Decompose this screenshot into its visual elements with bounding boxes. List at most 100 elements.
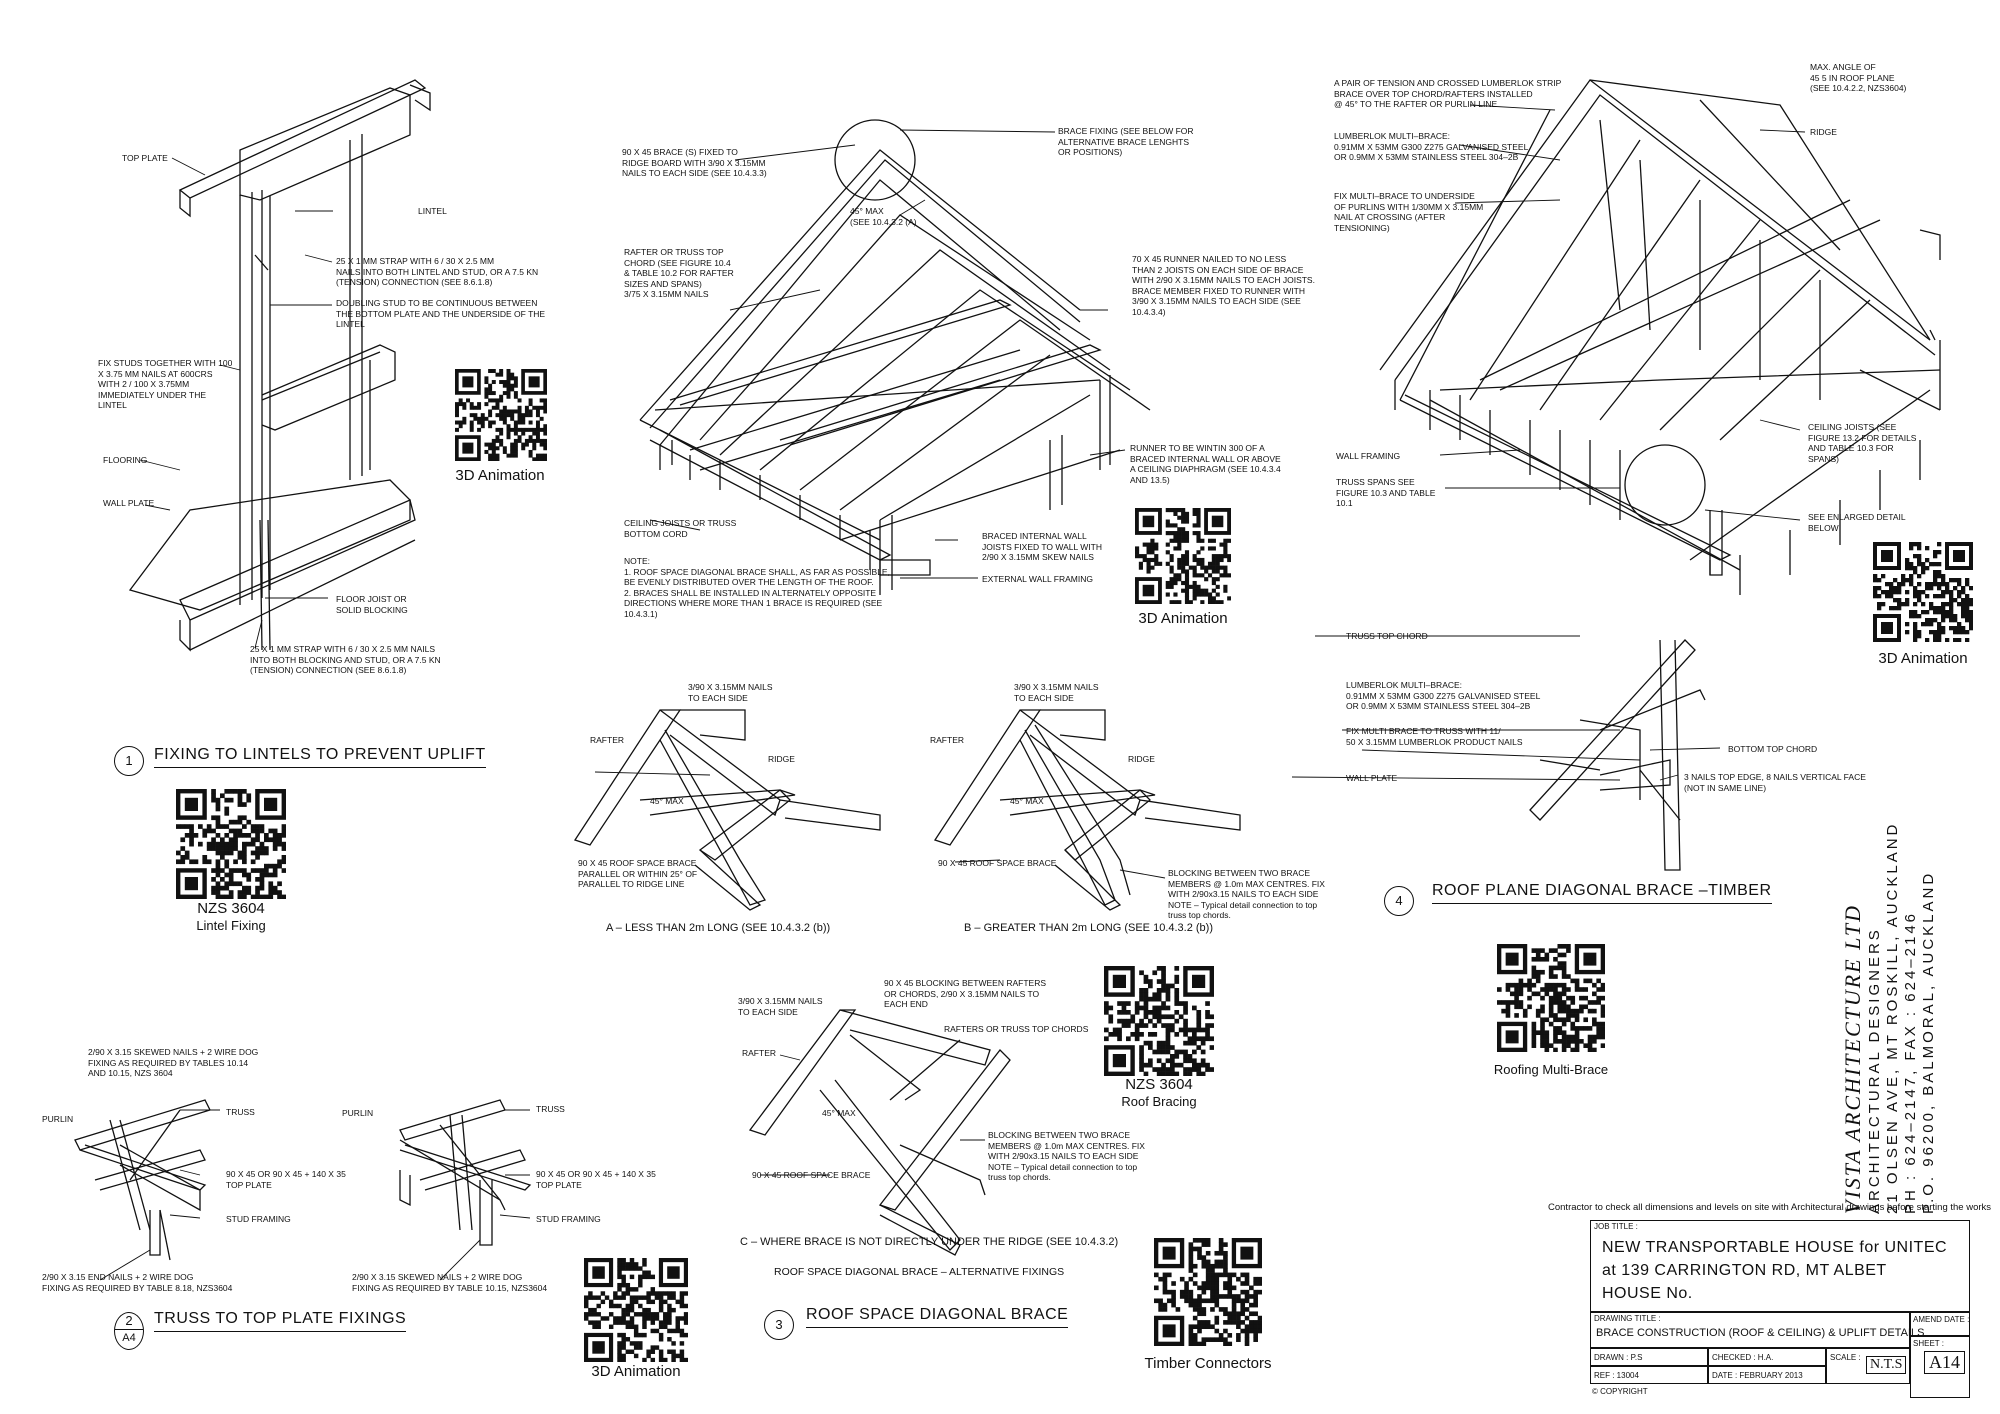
detail-b-brace-note: 90 x 45 ROOF SPACE BRACE	[938, 858, 1057, 868]
detail-3-number: 3	[764, 1310, 794, 1340]
tb-job-title-label: JOB TITLE :	[1594, 1222, 1638, 1231]
qr-code-roofing-multi-brace[interactable]	[1497, 944, 1605, 1052]
qr-label-4: NZS 3604	[197, 900, 265, 917]
tb-sheet-cell	[1910, 1336, 1970, 1398]
d4-max-angle-note: MAX. ANGLE OF 45 5 IN ROOF PLANE (SEE 10…	[1810, 62, 1907, 93]
detail-3-title: ROOF SPACE DIAGONAL BRACE	[806, 1306, 1069, 1328]
strap-top-note: 25 X 1 MM STRAP WITH 6 / 30 X 2.5 MM NAI…	[336, 256, 539, 287]
detail-c-caption: C – WHERE BRACE IS NOT DIRECTLY UNDER TH…	[740, 1236, 1119, 1248]
top-plate-label: TOP PLATE	[122, 153, 168, 163]
qr-code-3d-animation-3[interactable]	[1873, 542, 1973, 642]
doubling-stud-note: DOUBLING STUD TO BE CONTINUOUS BETWEEN T…	[336, 298, 546, 329]
detail-b-ridge-label: RIDGE	[1128, 754, 1155, 764]
braced-wall-note: BRACED INTERNAL WALL JOISTS FIXED TO WAL…	[982, 531, 1102, 562]
runner-within-note: RUNNER TO BE WINTIN 300 OF A BRACED INTE…	[1130, 443, 1281, 485]
tb-drawing-title: BRACE CONSTRUCTION (ROOF & CEILING) & UP…	[1596, 1327, 1925, 1339]
detail-c-rafter-label: RAFTER	[742, 1048, 776, 1058]
ridge-brace-detail-b	[933, 709, 1241, 911]
detail-c-rafters-label: RAFTERS OR TRUSS TOP CHORDS	[944, 1024, 1089, 1034]
alternative-fixings-caption: ROOF SPACE DIAGONAL BRACE – ALTERNATIVE …	[774, 1266, 1065, 1278]
bracing-notes: NOTE: 1. ROOF SPACE DIAGONAL BRACE SHALL…	[624, 556, 890, 619]
qr-sub-6: Roofing Multi-Brace	[1493, 1062, 1609, 1077]
d2-left-top-note: 2/90 x 3.15 SKEWED NAILS + 2 WIRE DOG FI…	[88, 1047, 259, 1078]
d4-fix-multi-note: FIX MULTI–BRACE TO UNDERSIDE OF PURLINS …	[1334, 191, 1484, 233]
firm-line-3: PH : 624–2147, FAX : 624–2146	[1902, 911, 1919, 1214]
d4-ridge-label: RIDGE	[1810, 127, 1837, 137]
detail-a-nails-note: 3/90 x 3.15mm NAILS TO EACH SIDE	[688, 682, 773, 703]
hip-roof-multibrace-drawing	[1379, 79, 1941, 595]
d2-truss-left: TRUSS	[226, 1107, 255, 1117]
runner-note: 70 x 45 RUNNER NAILED TO NO LESS THAN 2 …	[1132, 254, 1315, 317]
fix-studs-note: FIX STUDS TOGETHER WITH 100 X 3.75 MM NA…	[98, 358, 233, 410]
qr-sub-4: Lintel Fixing	[196, 918, 266, 933]
strap-bottom-note: 25 X 1 MM STRAP WITH 6 / 30 X 2.5 MM NAI…	[250, 644, 441, 675]
wall-plate-label: WALL PLATE	[103, 498, 155, 508]
detail-c-blocking-top-note: 90 x 45 BLOCKING BETWEEN RAFTERS OR CHOR…	[884, 978, 1047, 1009]
tb-job-line-2: at 139 CARRINGTON RD, MT ALBET	[1602, 1262, 1887, 1279]
detail-2-number: 2 A4	[114, 1312, 144, 1350]
external-wall-label: EXTERNAL WALL FRAMING	[982, 574, 1093, 584]
tb-date: DATE : FEBRUARY 2013	[1712, 1371, 1803, 1380]
tb-drawing-cell	[1590, 1312, 1910, 1348]
d2-stud-left: STUD FRAMING	[226, 1214, 291, 1224]
tb-job-line-3: HOUSE No.	[1602, 1285, 1693, 1302]
qr-code-timber-connectors[interactable]	[1154, 1238, 1262, 1346]
tb-copyright: © COPYRIGHT	[1592, 1387, 1648, 1396]
tb-checked: CHECKED : H.A.	[1712, 1353, 1774, 1362]
detail-1-number: 1	[114, 746, 144, 776]
truss-top-plate-right-drawing	[399, 1099, 532, 1246]
qr-code-3d-animation-4[interactable]	[584, 1258, 688, 1362]
firm-line-2: 21 OLSEN AVE, MT ROSKILL, AUCKLAND	[1884, 821, 1901, 1214]
qr-label-2: 3D Animation	[1138, 610, 1228, 627]
d2-purlin-left: PURLIN	[42, 1114, 74, 1124]
detail-b-rafter-label: RAFTER	[930, 735, 964, 745]
detail-b-blocking-note: BLOCKING BETWEEN TWO BRACE MEMBERS @ 1.0…	[1168, 868, 1325, 920]
d4-multi-brace-note: LUMBERLOK MULTI–BRACE: 0.91mm x 53mm G30…	[1346, 680, 1541, 711]
ridge-brace-detail-c	[748, 1009, 1011, 1256]
firm-name: VISTA ARCHITECTURE LTD	[1840, 903, 1865, 1214]
lintel-framing-drawing	[128, 79, 431, 652]
ceiling-joists-label: CEILING JOISTS OR TRUSS BOTTOM CORD	[624, 518, 737, 539]
d2-top-plate-right: 90 X 45 OR 90 X 45 + 140 X 35 TOP PLATE	[536, 1169, 656, 1190]
d4-truss-top-label: TRUSS TOP CHORD	[1346, 631, 1428, 641]
d4-enlarged-note: SEE ENLARGED DETAIL BELOW	[1808, 512, 1906, 533]
firm-line-1: ARCHITECTURAL DESIGNERS	[1866, 927, 1883, 1214]
qr-code-lintel-fixing[interactable]	[176, 789, 286, 899]
tb-sheet-label: SHEET :	[1913, 1339, 1944, 1348]
tb-scale: N.T.S	[1866, 1356, 1907, 1374]
tb-checked-cell	[1708, 1348, 1826, 1366]
d2-purlin-right: PURLIN	[342, 1108, 374, 1118]
detail-1-title: FIXING TO LINTELS TO PREVENT UPLIFT	[154, 746, 486, 768]
gable-roof-bracing-drawing	[639, 119, 1151, 595]
qr-sub-5: Roof Bracing	[1121, 1094, 1197, 1109]
tb-sheet-number: A14	[1924, 1351, 1965, 1374]
detail-c-nails-note: 3/90 x 3.15mm NAILS TO EACH SIDE	[738, 996, 823, 1017]
brace-fixed-note: 90 x 45 BRACE (S) FIXED TO RIDGE BOARD W…	[622, 147, 767, 178]
d4-bottom-chord-label: BOTTOM TOP CHORD	[1728, 744, 1818, 754]
title-block: JOB TITLE : NEW TRANSPORTABLE HOUSE for …	[1590, 1220, 1990, 1400]
tb-drawn: DRAWN : P.S	[1594, 1353, 1643, 1362]
tb-scale-label: SCALE :	[1830, 1353, 1861, 1362]
qr-code-3d-animation-2[interactable]	[1135, 508, 1231, 604]
detail-c-brace-note: 90 x 45 ROOF SPACE BRACE	[752, 1170, 871, 1180]
detail-a-brace-note: 90 x 45 ROOF SPACE BRACE PARALLEL OR WIT…	[578, 858, 698, 889]
detail-a-caption: A – LESS THAN 2m LONG (SEE 10.4.3.2 (b))	[606, 922, 831, 934]
tb-job-line-1: NEW TRANSPORTABLE HOUSE for UNITEC	[1602, 1239, 1948, 1256]
d2-left-bottom-note: 2/90 x 3.15 END NAILS + 2 WIRE DOG FIXIN…	[42, 1272, 233, 1293]
d4-ceiling-joists-note: CEILING JOISTS (SEE FIGURE 13.2 FOR DETA…	[1808, 422, 1917, 464]
detail-b-caption: B – GREATER THAN 2m LONG (SEE 10.4.3.2 (…	[964, 922, 1213, 934]
d4-three-nails-note: 3 NAILS TOP EDGE, 8 NAILS VERTICAL FACE …	[1684, 772, 1866, 793]
d4-multi-note: LUMBERLOK MULTI–BRACE: 0.91mm x 53mm G30…	[1334, 131, 1529, 162]
max-45-note: 45° MAX (SEE 10.4.3.2 (A)	[850, 206, 917, 227]
rafter-note: RAFTER OR TRUSS TOP CHORD (SEE FIGURE 10…	[624, 247, 734, 299]
tb-date-cell	[1708, 1366, 1826, 1384]
detail-c-blocking-note: BLOCKING BETWEEN TWO BRACE MEMBERS @ 1.0…	[988, 1130, 1145, 1182]
tb-drawn-cell	[1590, 1348, 1708, 1366]
tb-job-cell	[1590, 1220, 1970, 1312]
qr-code-roof-bracing[interactable]	[1104, 966, 1214, 1076]
qr-label-3: 3D Animation	[1878, 650, 1968, 667]
qr-code-3d-animation-1[interactable]	[455, 369, 547, 461]
detail-a-rafter-label: RAFTER	[590, 735, 624, 745]
detail-a-ridge-label: RIDGE	[768, 754, 795, 764]
truss-top-plate-left-drawing	[74, 1099, 211, 1261]
